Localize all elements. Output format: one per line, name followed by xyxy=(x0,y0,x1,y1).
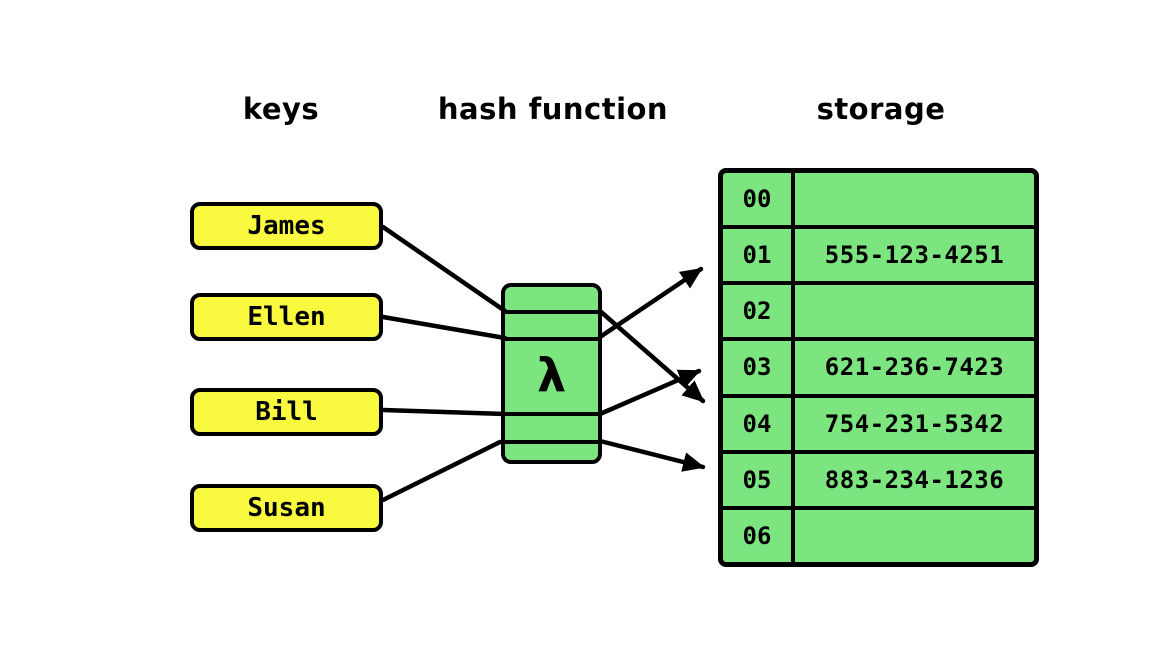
key-label-bill: Bill xyxy=(255,397,318,427)
connector-hash-to-slot-04 xyxy=(597,308,706,404)
connector-bill-to-hash xyxy=(380,407,508,417)
storage-value-cell: 754-231-5342 xyxy=(824,409,1005,438)
storage-value-cell xyxy=(795,173,1034,225)
hash-box-divider xyxy=(505,440,598,444)
storage-row-01: 01 555-123-4251 xyxy=(723,229,1034,286)
key-box-susan: Susan xyxy=(190,484,383,532)
storage-table: 00 01 555-123-4251 02 03 621-236-7423 04… xyxy=(718,168,1039,567)
keys-column-header: keys xyxy=(242,92,320,126)
hash-function-column-header: hash function xyxy=(437,92,669,126)
key-label-james: James xyxy=(247,211,326,241)
storage-row-03: 03 621-236-7423 xyxy=(723,341,1034,398)
key-box-james: James xyxy=(190,202,383,250)
storage-value-cell: 883-234-1236 xyxy=(824,465,1005,494)
storage-value-cell xyxy=(795,510,1034,562)
storage-value-cell: 555-123-4251 xyxy=(824,241,1005,270)
storage-index-cell: 06 xyxy=(723,509,795,562)
storage-index-cell: 04 xyxy=(723,397,795,450)
key-label-ellen: Ellen xyxy=(247,302,326,332)
storage-row-00: 00 xyxy=(723,173,1034,230)
storage-column-header: storage xyxy=(816,92,946,126)
hash-box-divider xyxy=(505,337,598,341)
connector-ellen-to-hash xyxy=(380,314,508,341)
storage-index-cell: 03 xyxy=(723,341,795,394)
storage-value-cell xyxy=(795,285,1034,337)
storage-row-05: 05 883-234-1236 xyxy=(723,453,1034,510)
connector-james-to-hash xyxy=(380,224,508,314)
storage-index-cell: 01 xyxy=(723,229,795,282)
storage-index-cell: 00 xyxy=(723,173,795,226)
storage-row-06: 06 xyxy=(723,509,1034,562)
key-box-ellen: Ellen xyxy=(190,293,383,341)
hash-box-divider xyxy=(505,412,598,416)
lambda-symbol: λ xyxy=(536,347,567,402)
hash-box-divider xyxy=(505,310,598,314)
connector-hash-to-slot-01 xyxy=(597,266,704,340)
key-label-susan: Susan xyxy=(247,493,326,523)
storage-row-02: 02 xyxy=(723,285,1034,342)
storage-index-cell: 05 xyxy=(723,453,795,506)
connector-susan-to-hash xyxy=(380,439,503,503)
storage-value-cell: 621-236-7423 xyxy=(824,353,1005,382)
connector-hash-to-slot-05 xyxy=(597,438,706,472)
key-box-bill: Bill xyxy=(190,388,383,436)
connector-hash-to-slot-03 xyxy=(597,368,702,417)
storage-row-04: 04 754-231-5342 xyxy=(723,397,1034,454)
hash-function-box: λ xyxy=(501,283,602,464)
storage-index-cell: 02 xyxy=(723,285,795,338)
